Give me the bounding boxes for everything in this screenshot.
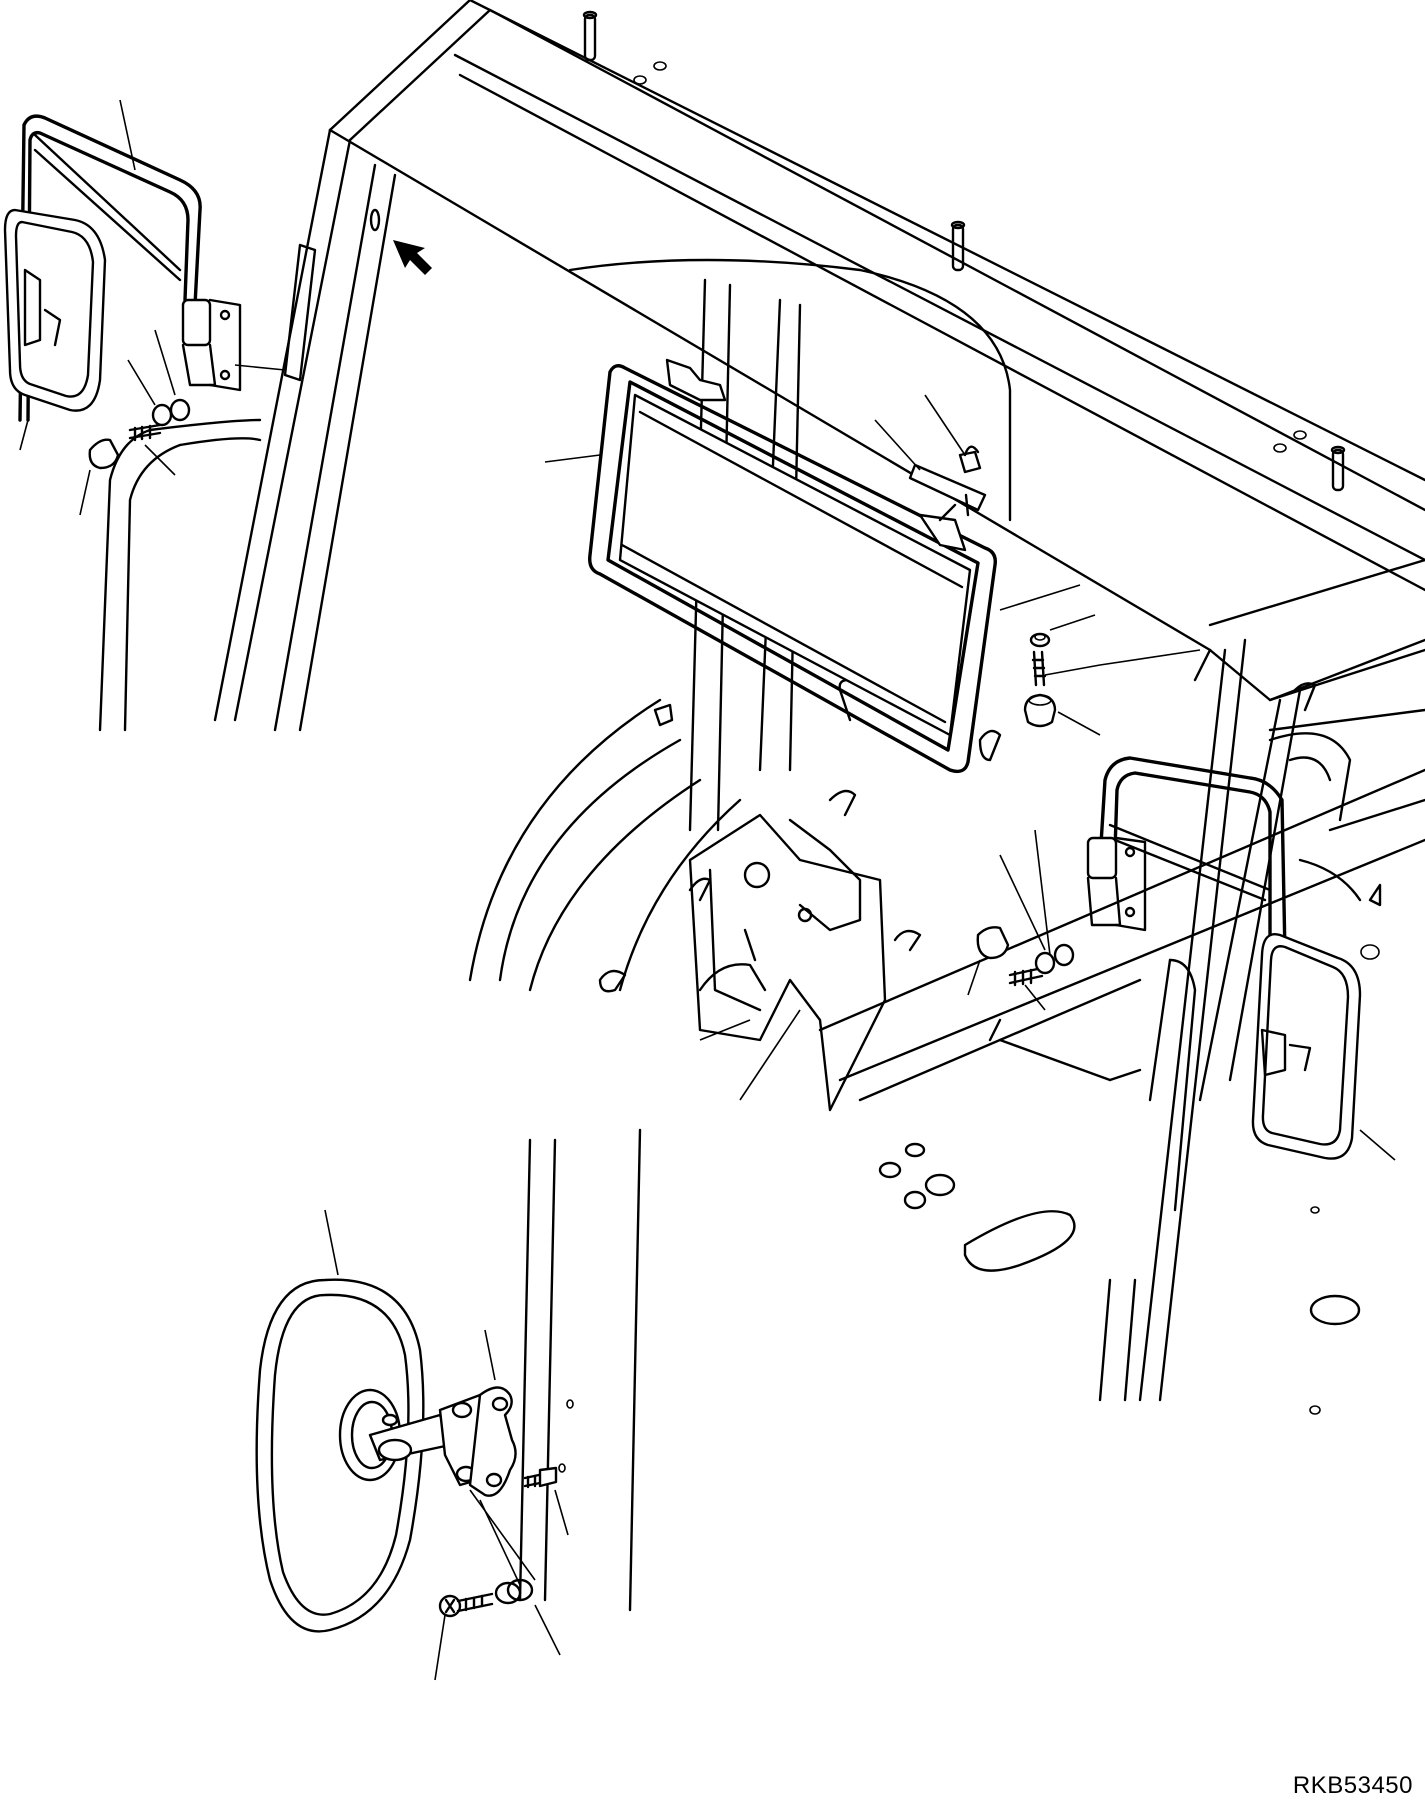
center-rear-mirror [544,358,1201,774]
mounting-holes [558,10,1382,1473]
drawing-code: RKB53450 [1292,1772,1413,1799]
left-side-mirror [3,99,286,516]
bottom-mirror [255,1209,569,1681]
center-bracket [688,813,887,1112]
right-side-mirror [967,756,1396,1161]
arrow-icon [393,240,432,275]
